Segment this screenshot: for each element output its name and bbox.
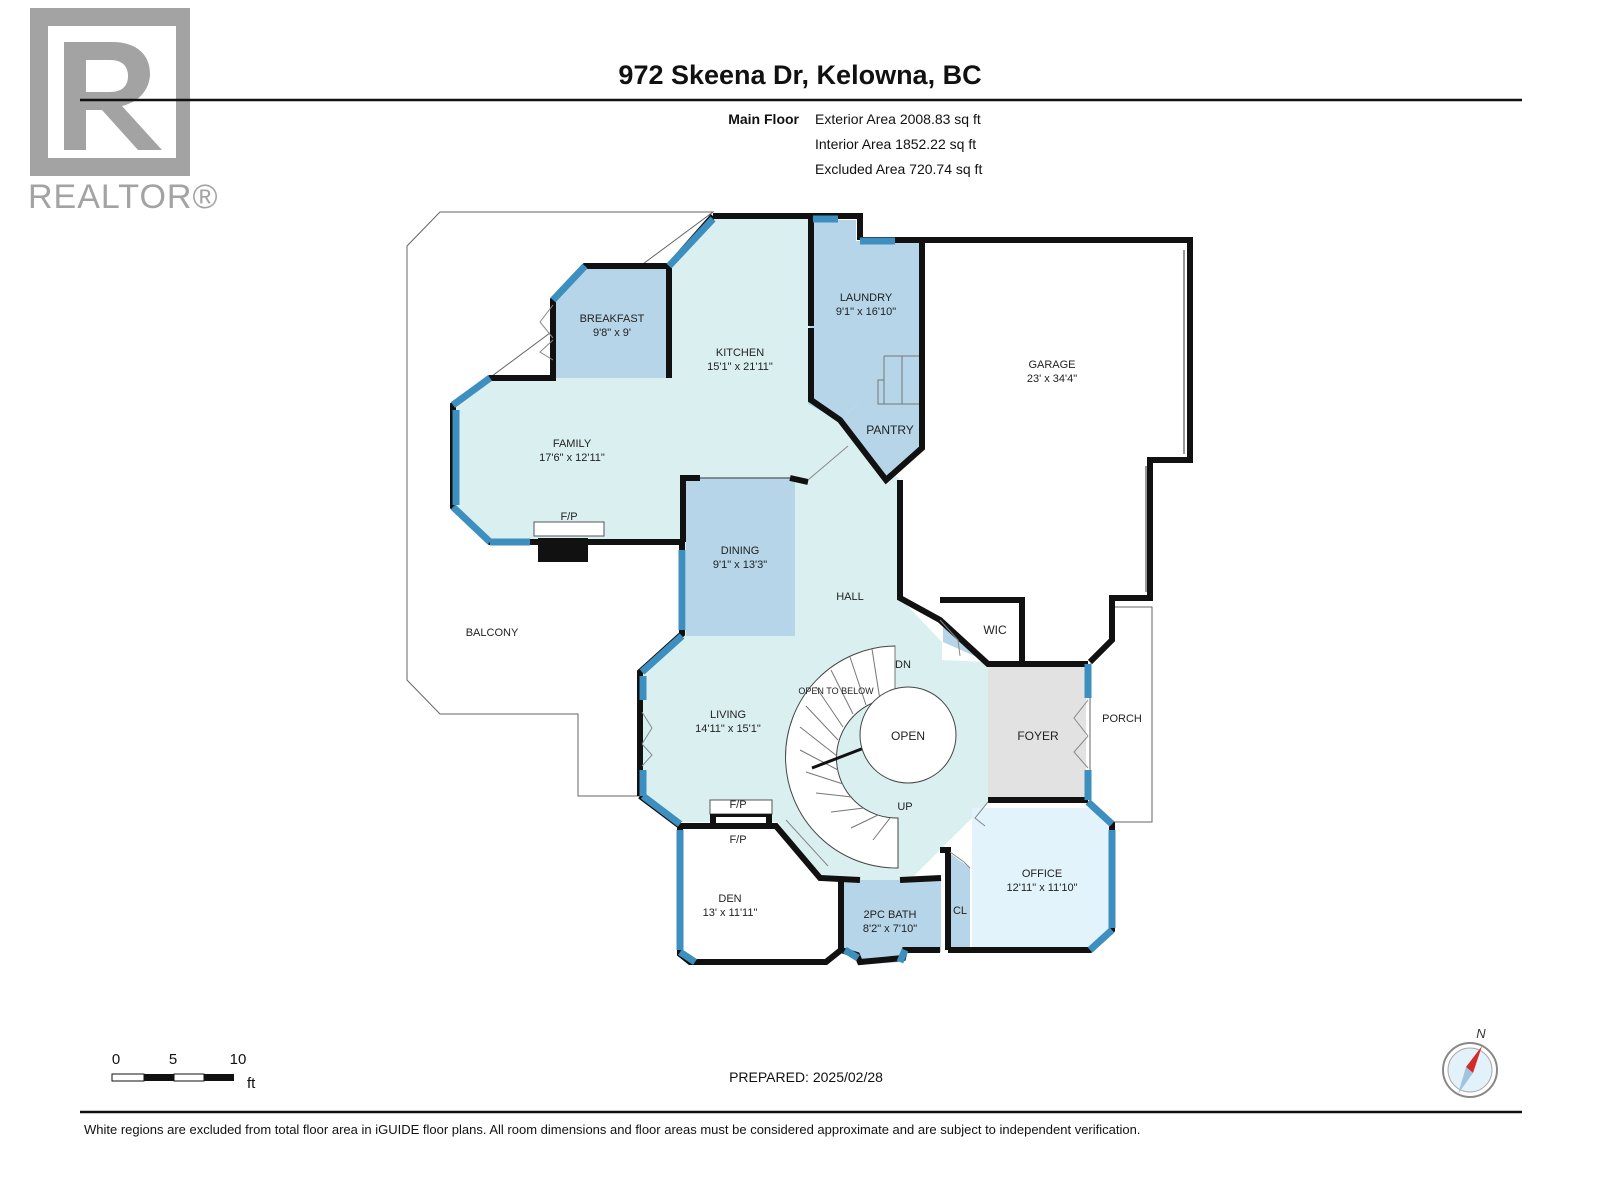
- label-bath: 2PC BATH: [864, 909, 917, 921]
- label-fp-den: F/P: [729, 834, 746, 846]
- label-stair-down: DN: [895, 659, 911, 671]
- footer-disclaimer: White regions are excluded from total fl…: [84, 1122, 1140, 1137]
- label-open: OPEN: [891, 729, 925, 743]
- spiral-stair: [785, 645, 957, 869]
- prepared-date: PREPARED: 2025/02/28: [729, 1069, 883, 1085]
- excluded-area: Excluded Area 720.74 sq ft: [815, 161, 982, 177]
- interior-area: Interior Area 1852.22 sq ft: [815, 136, 976, 152]
- laundry-room: [808, 220, 921, 420]
- label-office: OFFICE: [1022, 868, 1062, 880]
- scale-tick-5: 5: [169, 1051, 177, 1068]
- label-hall: HALL: [836, 591, 864, 603]
- office-room: [972, 808, 1112, 950]
- dims-garage: 23' x 34'4": [1027, 373, 1077, 385]
- compass-icon: N: [1442, 1026, 1498, 1098]
- label-kitchen: KITCHEN: [716, 347, 764, 359]
- label-garage: GARAGE: [1028, 359, 1075, 371]
- label-breakfast: BREAKFAST: [580, 313, 645, 325]
- compass-north-label: N: [1476, 1026, 1486, 1041]
- label-wic: WIC: [983, 623, 1007, 637]
- laundry-steps: [877, 355, 921, 405]
- scale-unit: ft: [247, 1075, 256, 1092]
- label-foyer: FOYER: [1017, 729, 1059, 743]
- label-pantry: PANTRY: [866, 423, 914, 437]
- label-dining: DINING: [721, 545, 760, 557]
- bath-room: [843, 880, 941, 965]
- scale-bar: 0 5 10 ft: [111, 1051, 256, 1092]
- dims-living: 14'11" x 15'1": [695, 723, 761, 735]
- label-laundry: LAUNDRY: [840, 292, 893, 304]
- dims-office: 12'11" x 11'10": [1007, 882, 1078, 894]
- label-open-to-below: OPEN TO BELOW: [798, 686, 874, 696]
- dims-bath: 8'2" x 7'10": [863, 923, 917, 935]
- windows: [450, 215, 1116, 965]
- scale-tick-10: 10: [230, 1051, 247, 1068]
- label-fp-living: F/P: [729, 799, 746, 811]
- label-stair-up: UP: [897, 801, 912, 813]
- dims-den: 13' x 11'11": [703, 907, 758, 919]
- label-balcony: BALCONY: [466, 627, 519, 639]
- page-title: 972 Skeena Dr, Kelowna, BC: [618, 60, 981, 90]
- dims-laundry: 9'1" x 16'10": [836, 306, 896, 318]
- label-family: FAMILY: [553, 438, 592, 450]
- foyer-room: [988, 666, 1086, 800]
- label-den: DEN: [718, 893, 741, 905]
- closet-room: [948, 852, 970, 950]
- label-living: LIVING: [710, 709, 746, 721]
- floor-label: Main Floor: [728, 111, 799, 127]
- breakfast-room: [553, 266, 669, 378]
- dims-dining: 9'1" x 13'3": [713, 559, 767, 571]
- scale-tick-0: 0: [112, 1051, 120, 1068]
- exterior-area: Exterior Area 2008.83 sq ft: [815, 111, 981, 127]
- label-fp-family: F/P: [560, 511, 577, 523]
- dims-kitchen: 15'1" x 21'11": [707, 361, 773, 373]
- garage-room: [900, 242, 1186, 664]
- realtor-logo: REALTOR®: [28, 8, 219, 216]
- dims-family: 17'6" x 12'11": [539, 452, 605, 464]
- label-closet: CL: [953, 905, 967, 917]
- realtor-logo-text: REALTOR®: [28, 178, 219, 216]
- garage-openings: [700, 250, 1185, 592]
- pantry-room: [838, 404, 922, 478]
- dining-room: [686, 478, 795, 636]
- dims-breakfast: 9'8" x 9': [593, 327, 631, 339]
- label-porch: PORCH: [1102, 713, 1142, 725]
- door-swings: [539, 304, 1089, 869]
